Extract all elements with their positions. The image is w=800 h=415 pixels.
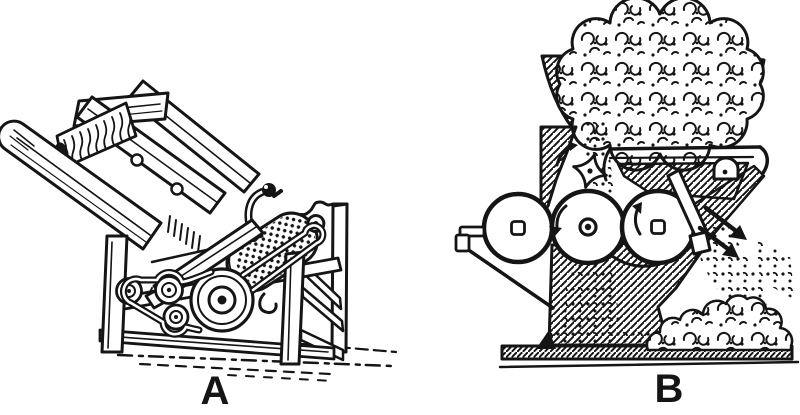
- feed-rollers: [481, 188, 697, 266]
- exit-arrows: [697, 205, 747, 258]
- cotton-pile: [645, 294, 794, 352]
- drive-belt: [119, 222, 327, 338]
- star-feeder: [555, 141, 608, 189]
- figure-b-label: B: [654, 367, 684, 411]
- machine-a-drawing: [0, 79, 398, 382]
- figure-a-label: A: [200, 369, 230, 413]
- rotation-arrow-middle: [549, 204, 568, 236]
- duct-bolt: [712, 156, 740, 181]
- ground-shading-a: [116, 342, 398, 382]
- rotation-arrow-right: [632, 202, 642, 236]
- chute-streaks: [167, 215, 201, 253]
- drive-pulleys: [115, 267, 255, 333]
- hanging-hook: [258, 292, 278, 314]
- frame-base: [98, 234, 336, 366]
- feed-direction-arrow: [555, 141, 578, 167]
- feed-chute: [0, 79, 261, 253]
- machine-b-drawing: [454, 0, 800, 369]
- roller-bracket: [454, 225, 555, 310]
